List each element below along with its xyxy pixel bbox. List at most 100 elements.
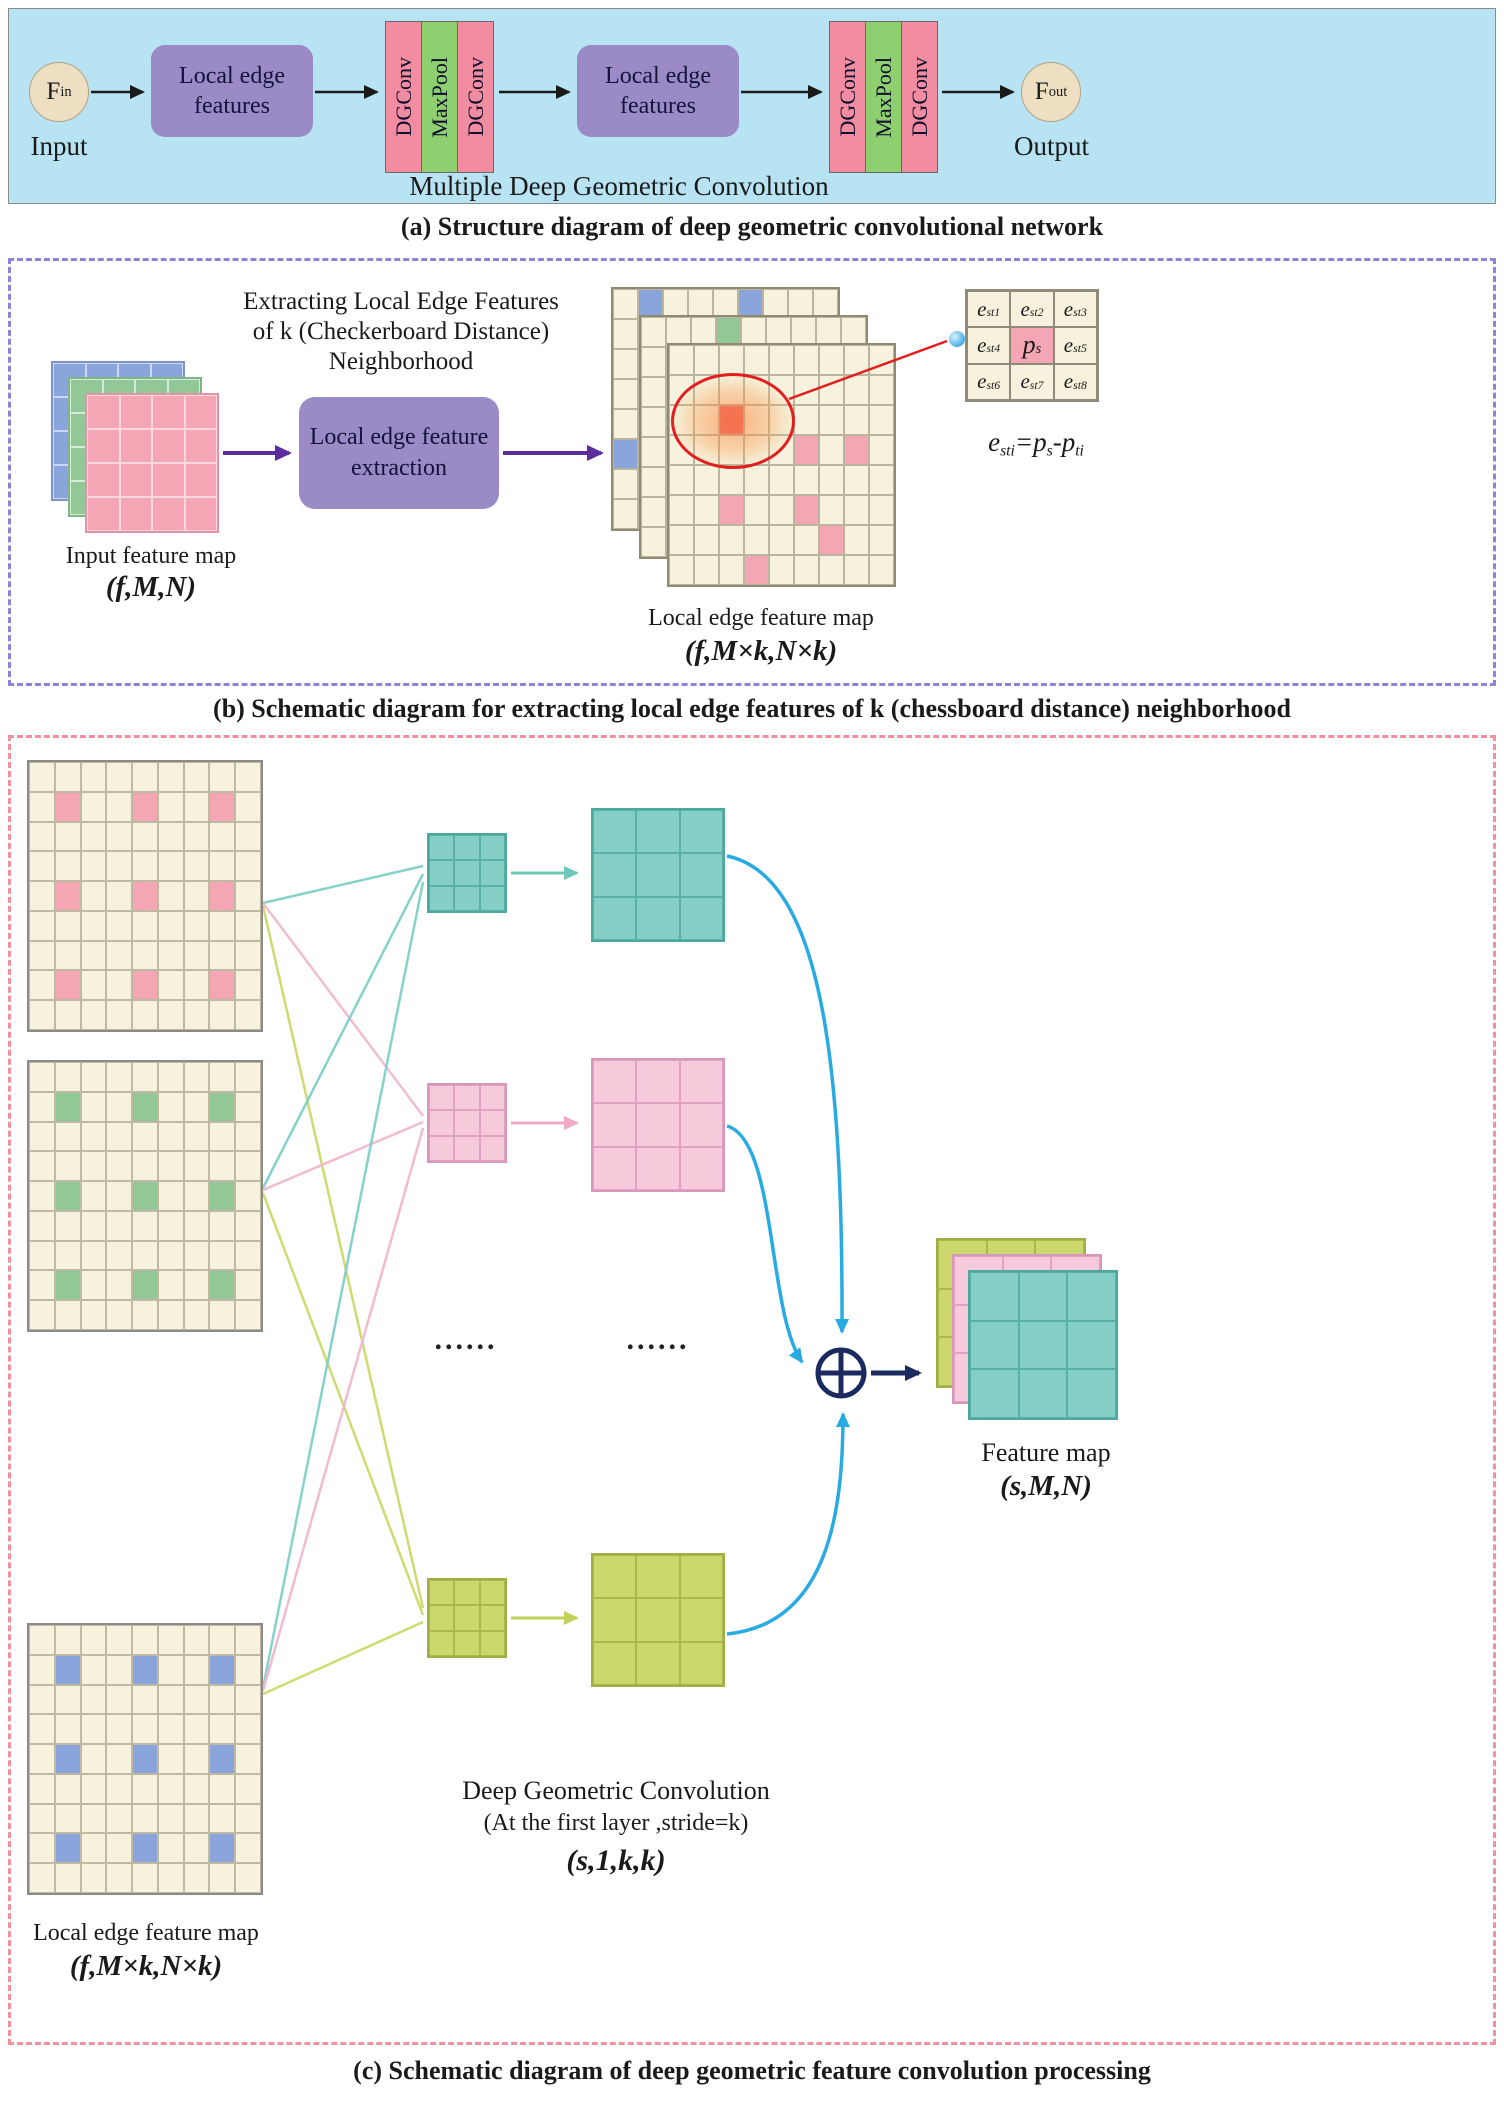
grid-cell (235, 1714, 261, 1745)
grid-cell (29, 1684, 55, 1715)
grid-cell (794, 495, 819, 525)
grid-cell (235, 1803, 261, 1834)
grid-cell (641, 467, 666, 497)
grid-cell (183, 791, 210, 822)
grid-cell (54, 1151, 81, 1182)
grid-cell (29, 1121, 55, 1152)
grid-cell (87, 497, 120, 531)
grid-cell (54, 1091, 81, 1122)
grid-cell (132, 791, 158, 822)
grid-cell (80, 1803, 107, 1834)
grid-cell (157, 910, 184, 941)
grid-cell (209, 1714, 236, 1745)
grid-cell (106, 1300, 133, 1330)
grid-cell (641, 347, 666, 377)
grid-cell (613, 319, 638, 349)
grid-cell (593, 1641, 637, 1685)
grid-cell (235, 1654, 261, 1685)
grid-cell (636, 1146, 680, 1190)
edge-map-grid-blue (27, 1623, 263, 1895)
fin-label: F (46, 78, 61, 105)
grid-cell (80, 1773, 107, 1804)
grid-cell (669, 345, 694, 375)
grid-cell (209, 1240, 236, 1271)
caption-b: (b) Schematic diagram for extracting loc… (213, 694, 1291, 723)
cell-subscript: st1 (986, 305, 1001, 319)
grid-cell (209, 940, 236, 971)
grid-cell (132, 1091, 158, 1122)
grid-cell (106, 1714, 133, 1745)
grid-cell (454, 1580, 480, 1606)
grid-cell (694, 555, 719, 585)
grid-cell (636, 1103, 680, 1147)
grid-cell (132, 1000, 158, 1030)
local-edge-features-label: Local edge features (179, 63, 285, 119)
grid-cell (694, 525, 719, 555)
grid-cell (29, 1300, 55, 1330)
grid-cell (80, 1300, 107, 1330)
grid-cell (80, 1833, 107, 1864)
grid-cell (666, 317, 691, 347)
grid-cell (157, 1803, 184, 1834)
grid-cell (454, 860, 480, 886)
grid-cell (157, 970, 184, 1001)
grid-cell (54, 1062, 81, 1092)
fan-line (261, 873, 425, 1189)
grid-cell (235, 1240, 261, 1271)
dgconv-label: DGConv (390, 57, 416, 137)
grid-cell (479, 860, 505, 886)
grid-cell (209, 1121, 236, 1152)
grid-cell (235, 1773, 261, 1804)
grid-cell (29, 910, 55, 941)
grid-cell (794, 525, 819, 555)
grid-cell (132, 1833, 158, 1864)
fout-subscript: out (1048, 83, 1068, 100)
grid-cell (235, 1000, 261, 1030)
grid-cell (694, 465, 719, 495)
grid-cell (183, 1181, 210, 1211)
maxpool-bar: MaxPool (421, 21, 458, 173)
grid-cell (794, 555, 819, 585)
grid-cell (641, 527, 666, 557)
grid-cell (106, 970, 133, 1001)
grid-cell (209, 1833, 236, 1864)
grid-cell (641, 497, 666, 527)
grid-cell (183, 1000, 210, 1030)
grid-cell (29, 821, 55, 852)
grid-cell (669, 465, 694, 495)
grid-cell (719, 495, 744, 525)
grid-cell (819, 435, 844, 465)
grid-cell (183, 1300, 210, 1330)
grid-cell (106, 1240, 133, 1271)
ellipsis-kernels: ...... (434, 1323, 498, 1356)
grid-cell (106, 791, 133, 822)
maxpool-label: MaxPool (870, 56, 896, 138)
grid-cell (29, 1181, 55, 1211)
output-label: Output (1013, 131, 1089, 161)
grid-cell (1067, 1272, 1116, 1321)
grid-cell (54, 1863, 81, 1893)
grid-cell (819, 465, 844, 495)
dgconv-maxpool-stack-2: DGConv MaxPool DGConv (829, 21, 938, 173)
edge-map-grid-green (27, 1060, 263, 1332)
grid-cell (80, 970, 107, 1001)
grid-cell (869, 465, 894, 495)
edge-extraction-line: extraction (351, 455, 447, 481)
grid-cell (719, 465, 744, 495)
grid-cell (54, 821, 81, 852)
grid-cell (183, 1863, 210, 1893)
grid-cell (235, 1744, 261, 1774)
grid-cell (106, 1091, 133, 1122)
grid-cell (794, 345, 819, 375)
grid-cell (679, 1555, 723, 1599)
grid-cell (429, 1135, 455, 1161)
conv-kernel-pink (427, 1083, 507, 1163)
grid-cell (106, 1210, 133, 1241)
grid-cell (593, 1598, 637, 1642)
grid-cell (766, 317, 791, 347)
fan-line (261, 881, 425, 1689)
grid-cell (157, 851, 184, 882)
